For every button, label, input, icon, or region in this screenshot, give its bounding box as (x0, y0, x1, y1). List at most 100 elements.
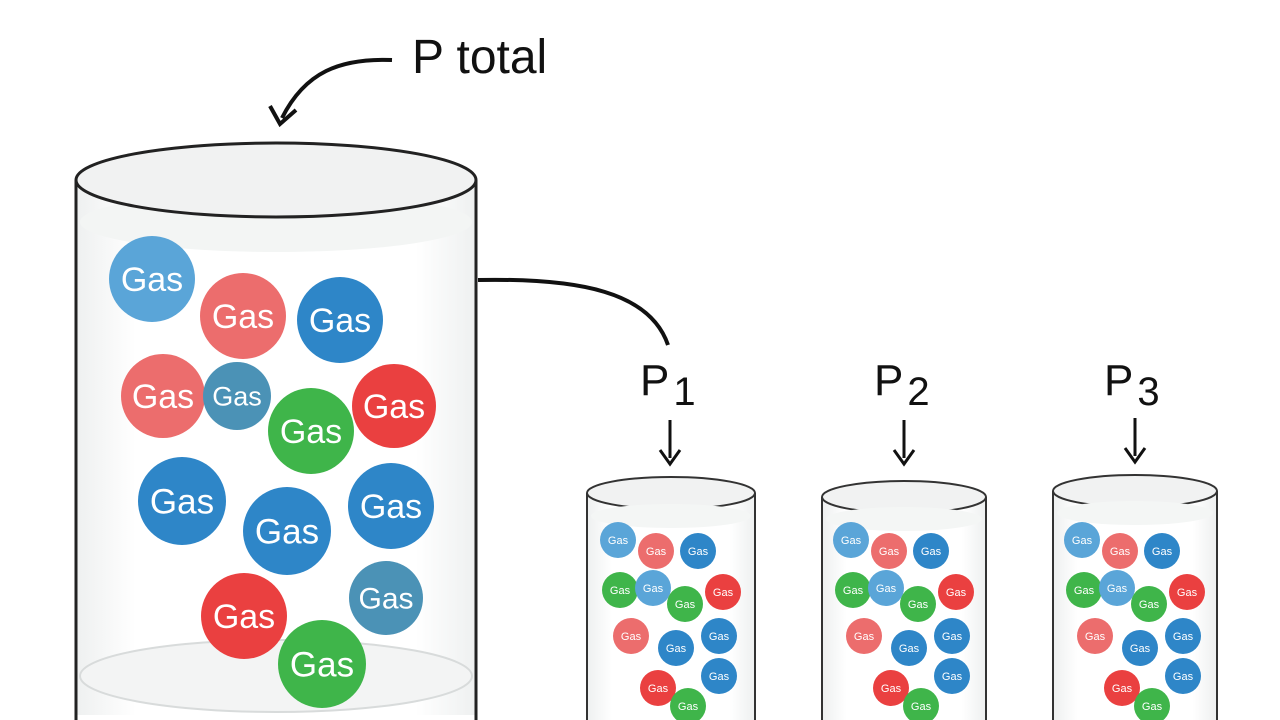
gas-particle-small: Gas (602, 572, 638, 608)
gas-particle-circle (701, 658, 737, 694)
gas-particle-small: Gas (846, 618, 882, 654)
gas-particle-circle (200, 273, 286, 359)
gas-particle-small: Gas (938, 574, 974, 610)
p1-arrow (658, 420, 682, 467)
gas-particle-circle (1077, 618, 1113, 654)
gas-particle-circle (1134, 688, 1170, 720)
gas-particle-circle (352, 364, 436, 448)
gas-particle-label: Gas (646, 546, 667, 558)
gas-particle-circle (913, 533, 949, 569)
gas-particle-small: Gas (1165, 658, 1201, 694)
gas-particle: Gas (348, 463, 434, 549)
gas-particle-small: Gas (913, 533, 949, 569)
gas-particle: Gas (121, 354, 205, 438)
gas-particle-small: Gas (1165, 618, 1201, 654)
gas-particle-label: Gas (854, 631, 875, 643)
gas-particle-small: Gas (1099, 570, 1135, 606)
gas-particle-label: Gas (709, 631, 730, 643)
gas-particle-label: Gas (876, 583, 897, 595)
gas-particle: Gas (203, 362, 271, 430)
gas-particle-label: Gas (881, 683, 902, 695)
gas-particle-label: Gas (1072, 535, 1093, 547)
gas-particle-label: Gas (363, 388, 425, 426)
gas-particle-label: Gas (713, 587, 734, 599)
gas-particle-circle (1064, 522, 1100, 558)
gas-particle-circle (871, 533, 907, 569)
gas-particle-circle (680, 533, 716, 569)
gas-particle-small: Gas (701, 658, 737, 694)
gas-particle-circle (1131, 586, 1167, 622)
gas-particle: Gas (243, 487, 331, 575)
gas-particle-small: Gas (934, 658, 970, 694)
gas-particle: Gas (352, 364, 436, 448)
gas-particle-circle (1099, 570, 1135, 606)
gas-particle-small: Gas (600, 522, 636, 558)
gas-particle-small: Gas (667, 586, 703, 622)
gas-particle-circle (138, 457, 226, 545)
gas-particle-circle (891, 630, 927, 666)
gas-particle: Gas (297, 277, 383, 363)
gas-particle-label: Gas (610, 585, 631, 597)
gas-particle-small: Gas (934, 618, 970, 654)
gas-particle-circle (1066, 572, 1102, 608)
gas-particle-label: Gas (688, 546, 709, 558)
gas-particle-label: Gas (150, 482, 214, 521)
gas-particle-label: Gas (648, 683, 669, 695)
p-total-label: P total (412, 31, 547, 84)
gas-particle-circle (835, 572, 871, 608)
gas-particle-label: Gas (1110, 546, 1131, 558)
gas-particle-label: Gas (1139, 599, 1160, 611)
gas-particle-circle (638, 533, 674, 569)
gas-particle-small: Gas (873, 670, 909, 706)
gas-particle-small: Gas (835, 572, 871, 608)
gas-particle-label: Gas (942, 671, 963, 683)
gas-particle-circle (934, 618, 970, 654)
gas-particle-small: Gas (891, 630, 927, 666)
gas-particle-small: Gas (640, 670, 676, 706)
gas-particle-label: Gas (621, 631, 642, 643)
gas-particle-small: Gas (1122, 630, 1158, 666)
gas-particle: Gas (268, 388, 354, 474)
gas-particle-circle (670, 688, 706, 720)
gas-particle-label: Gas (255, 512, 319, 551)
gas-particle-label: Gas (290, 645, 354, 684)
p2-arrow (892, 420, 916, 467)
gas-particle-label: Gas (643, 583, 664, 595)
gas-particle-small: Gas (900, 586, 936, 622)
gas-particle-label: Gas (1085, 631, 1106, 643)
gas-particle-label: Gas (1177, 587, 1198, 599)
gas-particle-label: Gas (946, 587, 967, 599)
gas-particle: Gas (138, 457, 226, 545)
gas-particle-circle (203, 362, 271, 430)
gas-particle-small: Gas (635, 570, 671, 606)
gas-particle-label: Gas (899, 643, 920, 655)
gas-particle-label: Gas (841, 535, 862, 547)
gas-particle-label: Gas (1173, 631, 1194, 643)
gas-particle-label: Gas (121, 261, 183, 299)
gas-particle-small: Gas (1144, 533, 1180, 569)
gas-particle-label: Gas (911, 701, 932, 713)
gas-particle-circle (613, 618, 649, 654)
gas-particle-circle (1169, 574, 1205, 610)
gas-particle-label: Gas (1130, 643, 1151, 655)
gas-particle-small: Gas (868, 570, 904, 606)
gas-particle-circle (268, 388, 354, 474)
gas-particle-label: Gas (666, 643, 687, 655)
gas-particle-label: Gas (942, 631, 963, 643)
gas-particle-circle (600, 522, 636, 558)
gas-particle: Gas (109, 236, 195, 322)
gas-particle-circle (846, 618, 882, 654)
gas-particle-small: Gas (1102, 533, 1138, 569)
gas-particle-label: Gas (1152, 546, 1173, 558)
gas-particle-small: Gas (1064, 522, 1100, 558)
gas-particle-circle (705, 574, 741, 610)
gas-particle-label: Gas (709, 671, 730, 683)
gas-particle-circle (297, 277, 383, 363)
gas-particle: Gas (200, 273, 286, 359)
gas-particle-circle (1165, 618, 1201, 654)
